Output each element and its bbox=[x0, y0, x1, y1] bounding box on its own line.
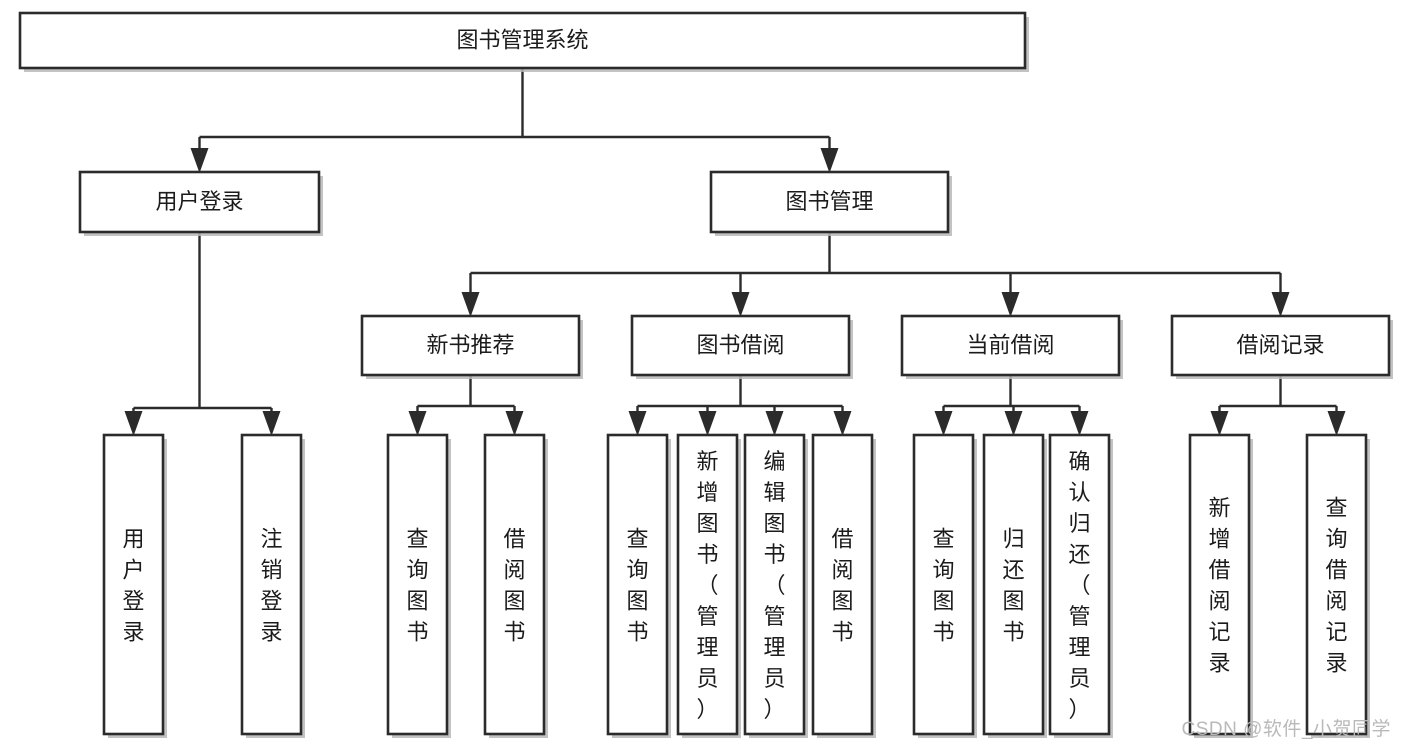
connector-group bbox=[934, 375, 1089, 436]
node-leaf-add-book[interactable]: 新增图书（管理员） bbox=[676, 433, 741, 738]
node-label: 新书推荐 bbox=[426, 332, 514, 357]
node-layer: 图书管理系统用户登录图书管理新书推荐图书借阅当前借阅借阅记录用户登录注销登录查询… bbox=[18, 11, 1393, 738]
node-leaf-return-book[interactable]: 归还图书 bbox=[982, 433, 1047, 738]
node-label: 查询图书 bbox=[626, 527, 648, 645]
node-label: 确认归还（管理员） bbox=[1068, 449, 1090, 722]
node-leaf-add-record[interactable]: 新增借阅记录 bbox=[1188, 433, 1253, 738]
arrow-head-icon bbox=[698, 411, 717, 436]
connector-group bbox=[1210, 375, 1346, 436]
node-rect[interactable] bbox=[1048, 433, 1111, 736]
node-rect[interactable] bbox=[18, 11, 1027, 70]
arrow-head-icon bbox=[1271, 292, 1290, 317]
node-rect[interactable] bbox=[900, 314, 1121, 377]
arrow-head-icon bbox=[262, 411, 281, 436]
node-borrow-record[interactable]: 借阅记录 bbox=[1170, 314, 1393, 379]
arrow-head-icon bbox=[1001, 292, 1020, 317]
connector-group bbox=[408, 375, 524, 436]
arrow-head-icon bbox=[408, 411, 427, 436]
arrow-head-icon bbox=[461, 292, 480, 317]
node-label: 新增借阅记录 bbox=[1208, 496, 1230, 676]
node-leaf-query-record[interactable]: 查询借阅记录 bbox=[1305, 433, 1370, 738]
arrow-head-icon bbox=[190, 148, 209, 173]
arrow-head-icon bbox=[1070, 411, 1089, 436]
node-rect[interactable] bbox=[606, 433, 669, 736]
node-rect[interactable] bbox=[912, 433, 975, 736]
node-rect[interactable] bbox=[386, 433, 449, 736]
node-rect[interactable] bbox=[1305, 433, 1368, 736]
connector-group bbox=[628, 375, 852, 436]
node-leaf-confirm-return[interactable]: 确认归还（管理员） bbox=[1048, 433, 1113, 738]
node-label: 图书管理 bbox=[785, 189, 873, 214]
arrow-head-icon bbox=[765, 411, 784, 436]
node-rect[interactable] bbox=[102, 433, 165, 736]
node-label: 用户登录 bbox=[122, 527, 144, 645]
arrow-head-icon bbox=[833, 411, 852, 436]
node-label: 图书管理系统 bbox=[456, 27, 588, 52]
arrow-head-icon bbox=[934, 411, 953, 436]
node-leaf-edit-book[interactable]: 编辑图书（管理员） bbox=[743, 433, 808, 738]
node-label: 用户登录 bbox=[155, 189, 243, 214]
node-rect[interactable] bbox=[676, 433, 739, 736]
node-rect[interactable] bbox=[982, 433, 1045, 736]
node-leaf-borrow-book-1[interactable]: 借阅图书 bbox=[483, 433, 548, 738]
node-label: 新增图书（管理员） bbox=[696, 449, 718, 722]
node-label: 查询借阅记录 bbox=[1325, 496, 1347, 676]
node-leaf-user-login[interactable]: 用户登录 bbox=[102, 433, 167, 738]
node-rect[interactable] bbox=[78, 170, 321, 234]
node-label: 图书借阅 bbox=[696, 332, 784, 357]
node-book-manage[interactable]: 图书管理 bbox=[709, 170, 952, 236]
node-leaf-query-book-3[interactable]: 查询图书 bbox=[912, 433, 977, 738]
arrow-head-icon bbox=[731, 292, 750, 317]
node-leaf-borrow-book-2[interactable]: 借阅图书 bbox=[811, 433, 876, 738]
node-label: 编辑图书（管理员） bbox=[763, 449, 785, 722]
arrow-head-icon bbox=[628, 411, 647, 436]
node-rect[interactable] bbox=[360, 314, 581, 377]
connector-group bbox=[461, 232, 1290, 317]
node-label: 借阅记录 bbox=[1236, 332, 1324, 357]
node-book-borrow[interactable]: 图书借阅 bbox=[630, 314, 853, 379]
node-rect[interactable] bbox=[1170, 314, 1391, 377]
arrow-head-icon bbox=[1004, 411, 1023, 436]
node-label: 当前借阅 bbox=[966, 332, 1054, 357]
arrow-head-icon bbox=[820, 148, 839, 173]
node-label: 查询图书 bbox=[932, 527, 954, 645]
arrow-head-icon bbox=[1327, 411, 1346, 436]
node-current-borrow[interactable]: 当前借阅 bbox=[900, 314, 1123, 379]
connector-group bbox=[124, 232, 281, 436]
arrow-head-icon bbox=[505, 411, 524, 436]
node-rect[interactable] bbox=[811, 433, 874, 736]
node-new-book-rec[interactable]: 新书推荐 bbox=[360, 314, 583, 379]
node-leaf-logout[interactable]: 注销登录 bbox=[240, 433, 305, 738]
node-rect[interactable] bbox=[483, 433, 546, 736]
node-leaf-query-book-2[interactable]: 查询图书 bbox=[606, 433, 671, 738]
node-rect[interactable] bbox=[709, 170, 950, 234]
connector-layer bbox=[124, 68, 1346, 436]
node-label: 归还图书 bbox=[1002, 527, 1024, 645]
connector-group bbox=[190, 68, 839, 173]
node-root-图书管理系统[interactable]: 图书管理系统 bbox=[18, 11, 1029, 72]
node-leaf-query-book-1[interactable]: 查询图书 bbox=[386, 433, 451, 738]
node-rect[interactable] bbox=[240, 433, 303, 736]
node-label: 借阅图书 bbox=[831, 527, 853, 645]
node-label: 借阅图书 bbox=[503, 527, 525, 645]
arrow-head-icon bbox=[1210, 411, 1229, 436]
node-rect[interactable] bbox=[1188, 433, 1251, 736]
node-user-login[interactable]: 用户登录 bbox=[78, 170, 323, 236]
node-rect[interactable] bbox=[630, 314, 851, 377]
node-label: 注销登录 bbox=[260, 527, 282, 645]
arrow-head-icon bbox=[124, 411, 143, 436]
node-label: 查询图书 bbox=[406, 527, 428, 645]
node-rect[interactable] bbox=[743, 433, 806, 736]
